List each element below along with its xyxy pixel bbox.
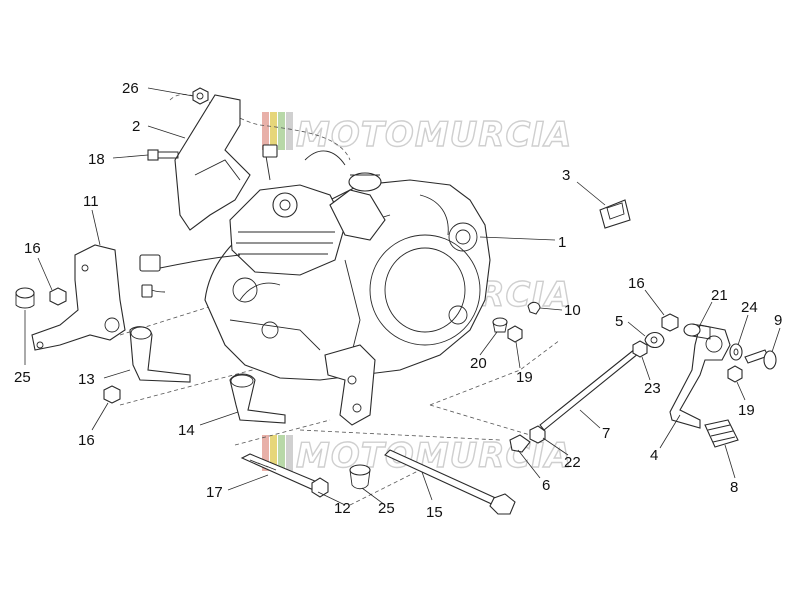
callout-label: 7 (602, 425, 610, 442)
bolt-15 (384, 449, 516, 515)
bushing-25-lower (349, 464, 371, 490)
rear-mount-bracket (324, 344, 376, 426)
rod-end-6 (509, 434, 531, 453)
bushing-21 (683, 323, 711, 340)
callout-label: 14 (178, 422, 195, 439)
nut-26 (192, 87, 209, 105)
shift-rod-7 (539, 344, 645, 431)
callout-label: 6 (542, 477, 550, 494)
leader-lines (24, 87, 781, 506)
callout-label: 4 (650, 447, 658, 464)
callout-label: 9 (774, 312, 782, 329)
nut-16-left (49, 287, 67, 306)
watermark-text: MOTOMURCIA (296, 115, 572, 155)
nut-19-pedal (727, 365, 743, 383)
callout-label: 18 (88, 151, 105, 168)
nut-23 (632, 340, 648, 358)
bolt-9 (744, 349, 777, 370)
callout-label: 10 (564, 302, 581, 319)
label-plate-3 (599, 199, 631, 229)
intake-manifold (329, 172, 386, 241)
callout-label: 3 (562, 167, 570, 184)
nut-12 (311, 477, 329, 498)
callout-label: 19 (738, 402, 755, 419)
callout-label: 21 (711, 287, 728, 304)
foot-peg-rubber-8 (704, 419, 739, 448)
callout-label: 11 (83, 193, 99, 210)
callout-label: 2 (132, 118, 140, 135)
callout-label: 26 (122, 80, 139, 97)
callout-label: 24 (741, 299, 758, 316)
callout-label: 13 (78, 371, 95, 388)
shift-pedal-4 (669, 324, 731, 429)
callout-label: 15 (426, 504, 443, 521)
mount-link-14 (229, 373, 286, 424)
callout-label: 8 (730, 479, 738, 496)
callout-label: 25 (378, 500, 395, 517)
callout-label: 25 (14, 369, 31, 386)
callout-label: 16 (24, 240, 41, 257)
callout-label: 17 (206, 484, 223, 501)
callout-label: 16 (78, 432, 95, 449)
callout-labels: 26 2 18 11 16 25 13 16 14 17 12 25 15 6 … (14, 80, 782, 521)
callout-label: 19 (516, 369, 533, 386)
watermark-top: MOTOMURCIA (262, 112, 572, 156)
nut-16-right (661, 313, 679, 332)
bracket-11 (31, 244, 126, 351)
pin-20 (492, 317, 508, 333)
nut-19-engine (507, 325, 523, 343)
wiring-harness (139, 144, 346, 298)
cylinder-head (229, 184, 346, 276)
bushing-25-left (15, 287, 35, 309)
callout-label: 1 (558, 234, 566, 251)
callout-label: 23 (644, 380, 661, 397)
callout-label: 20 (470, 355, 487, 372)
sprocket-cover (174, 94, 251, 231)
rod-joint-5 (644, 331, 665, 349)
callout-label: 12 (334, 500, 351, 517)
callout-label: 5 (615, 313, 623, 330)
mount-link-13 (129, 326, 191, 383)
bolt-18 (147, 149, 179, 161)
washer-24 (729, 343, 743, 361)
nut-16-lower (103, 385, 121, 404)
callout-label: 22 (564, 454, 581, 471)
callout-label: 16 (628, 275, 645, 292)
clip-10 (527, 301, 541, 315)
